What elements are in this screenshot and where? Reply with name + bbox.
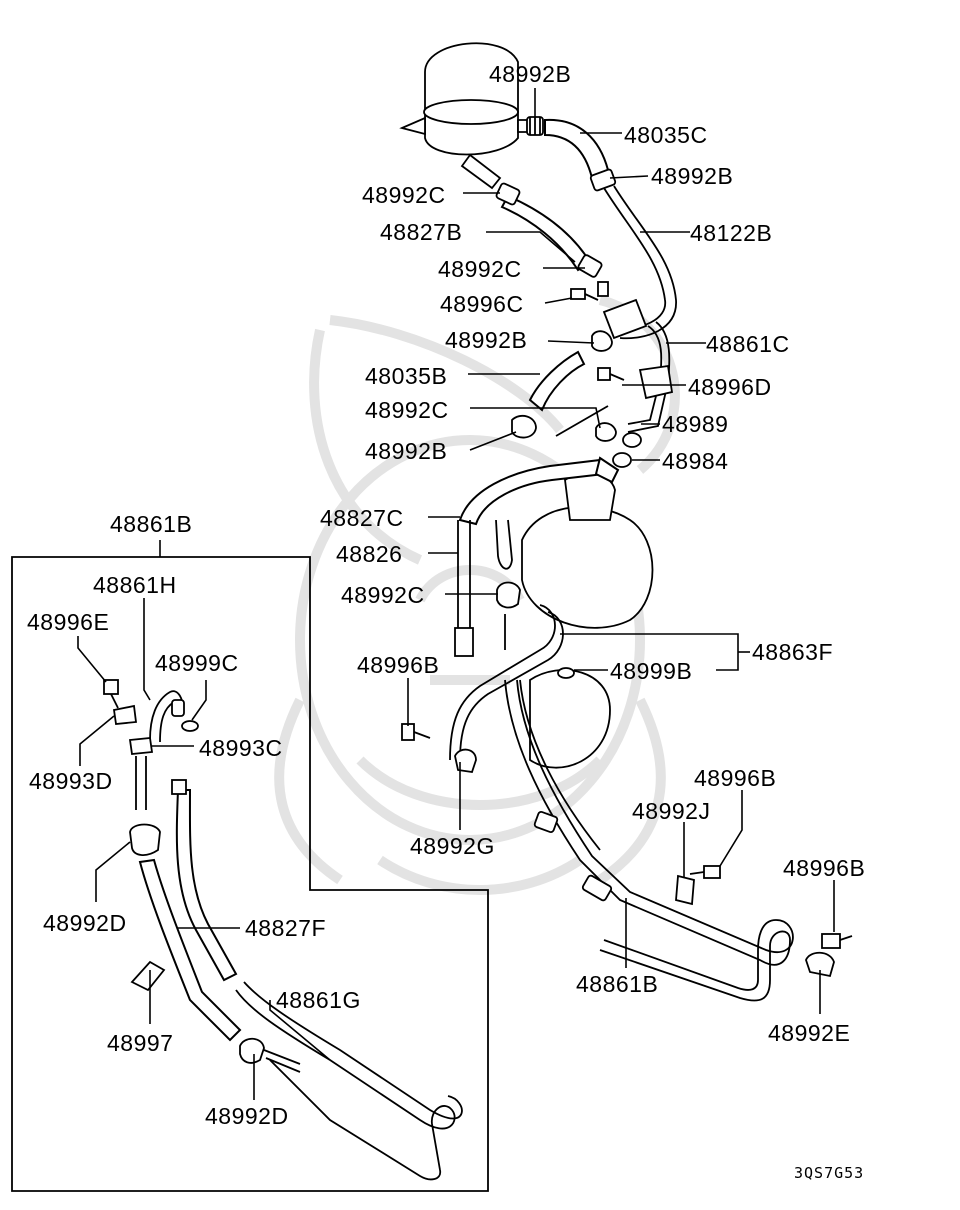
label-48996E: 48996E [27, 609, 109, 635]
leader-lines [77, 88, 835, 1100]
label-48826: 48826 [336, 541, 402, 567]
label-48996B-left: 48996B [357, 652, 439, 678]
label-48993D: 48993D [29, 768, 113, 794]
label-48984: 48984 [662, 448, 728, 474]
label-48992B-second: 48992B [651, 163, 733, 189]
label-48992C-lower: 48992C [341, 582, 425, 608]
inset-assembly [103, 679, 463, 1181]
label-48992D-bottom: 48992D [205, 1103, 289, 1129]
label-48992J: 48992J [632, 798, 710, 824]
label-48993C: 48993C [199, 735, 283, 761]
label-48992C-mid: 48992C [365, 397, 449, 423]
label-48992B-top: 48992B [489, 61, 571, 87]
label-48992B-lower: 48992B [365, 438, 447, 464]
pump-assembly [401, 456, 853, 1002]
label-48827C: 48827C [320, 505, 404, 531]
label-48999C: 48999C [155, 650, 239, 676]
label-48992D-top: 48992D [43, 910, 127, 936]
label-48992G: 48992G [410, 833, 495, 859]
inset-frame [11, 556, 489, 1192]
part-labels: 48992B 48035C 48992B 48992C 48827B 48122… [27, 61, 865, 1182]
label-48122B: 48122B [690, 220, 772, 246]
label-48992B-third: 48992B [445, 327, 527, 353]
label-48861G: 48861G [276, 987, 361, 1013]
label-48827B: 48827B [380, 219, 462, 245]
label-48996C: 48996C [440, 291, 524, 317]
label-48861B-main: 48861B [576, 971, 658, 997]
label-48997: 48997 [107, 1030, 173, 1056]
label-48861H: 48861H [93, 572, 177, 598]
label-48992C-second: 48992C [438, 256, 522, 282]
label-48996B-far-right: 48996B [783, 855, 865, 881]
label-48861C: 48861C [706, 331, 790, 357]
label-48996B-right: 48996B [694, 765, 776, 791]
label-48996D: 48996D [688, 374, 772, 400]
label-48992C-upper: 48992C [362, 182, 446, 208]
label-48035B: 48035B [365, 363, 447, 389]
label-48863F: 48863F [752, 639, 833, 665]
label-48827F: 48827F [245, 915, 326, 941]
label-48992E: 48992E [768, 1020, 850, 1046]
reservoir-tank [399, 42, 541, 190]
label-48861B-inset: 48861B [110, 511, 192, 537]
figure-code: 3QS7G53 [794, 1164, 864, 1182]
label-48999B: 48999B [610, 658, 692, 684]
upper-hose-assembly [495, 116, 677, 468]
label-48035C: 48035C [624, 122, 708, 148]
label-48989: 48989 [662, 411, 728, 437]
